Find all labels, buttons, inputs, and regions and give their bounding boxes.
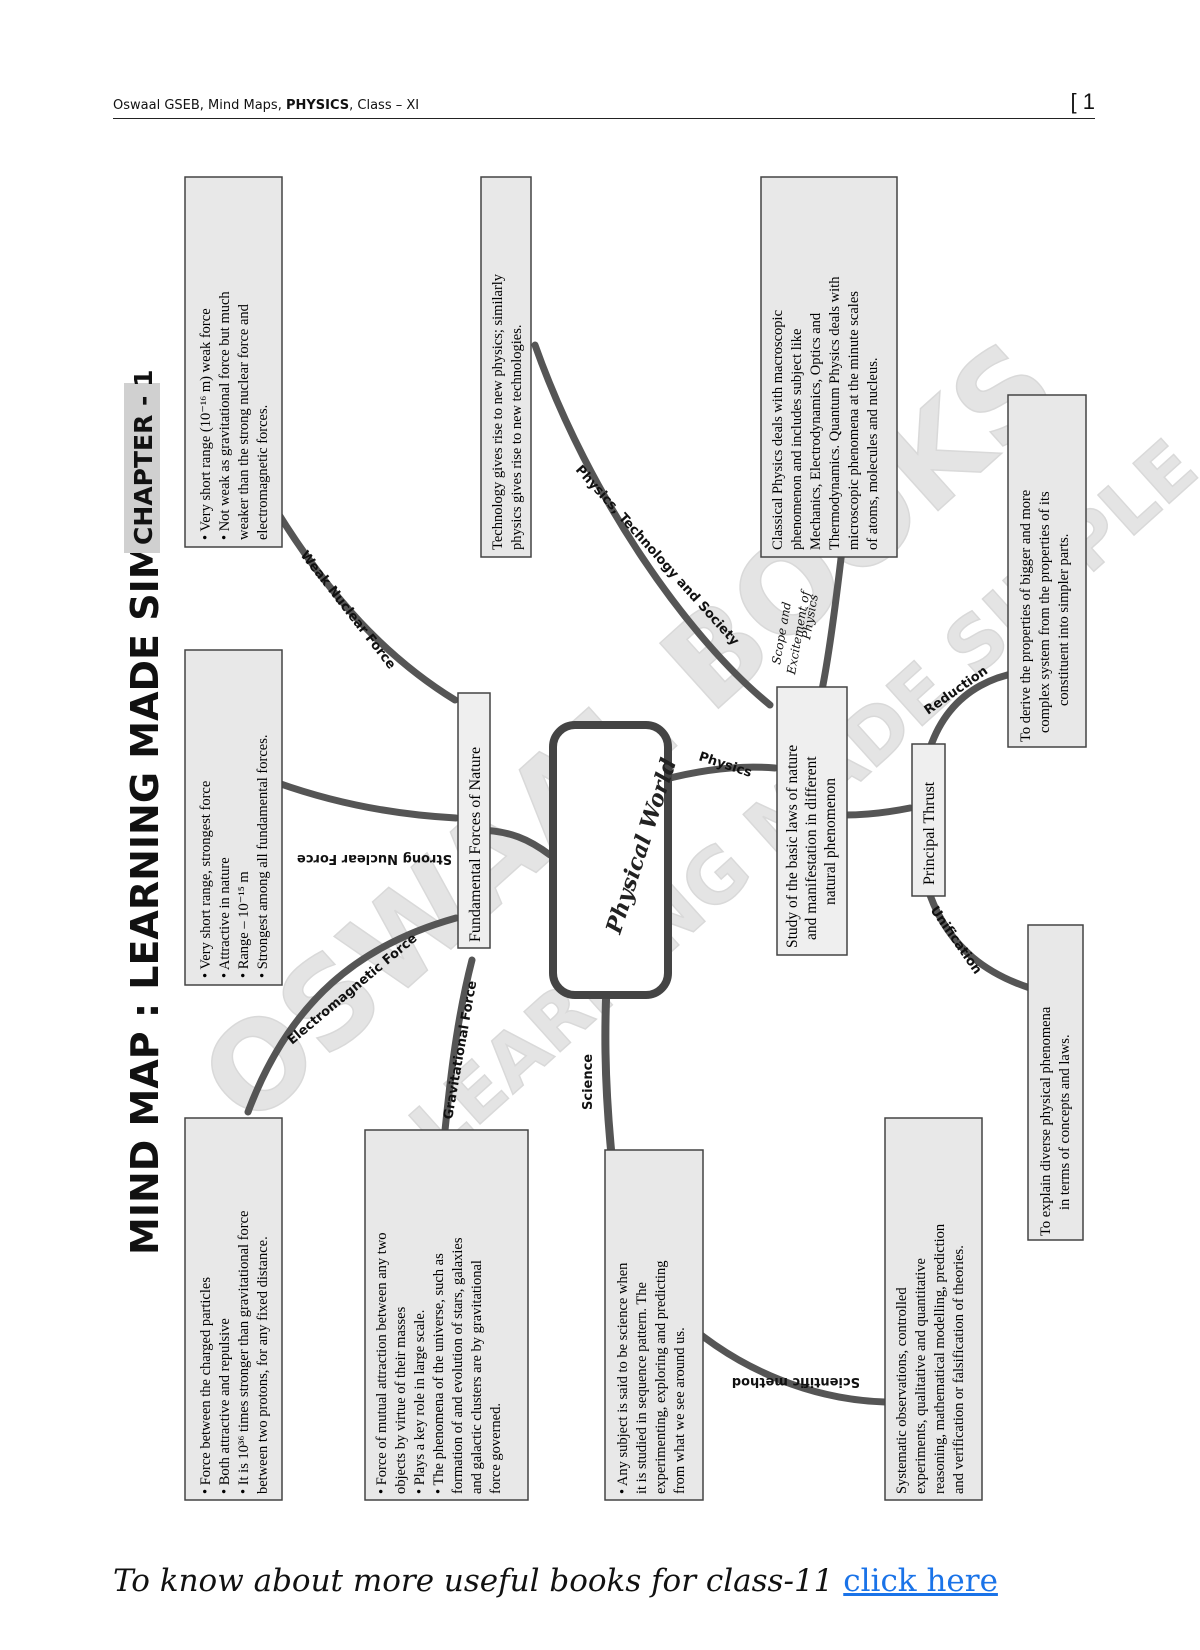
svg-text:• Very short range (10⁻¹⁶ m) w: • Very short range (10⁻¹⁶ m) weak force [198, 308, 214, 540]
box-reduction: To derive the properties of bigger and m… [1007, 394, 1087, 748]
footer-text: To know about more useful books for clas… [113, 1563, 844, 1599]
svg-text:• Very short range, strongest: • Very short range, strongest force [198, 781, 214, 978]
svg-text:• The phenomena of the univers: • The phenomena of the universe, such as [431, 1253, 447, 1494]
svg-text:Technology gives rise to new p: Technology gives rise to new physics; si… [490, 273, 506, 550]
box-grav: • Force of mutual attraction between any… [364, 1129, 529, 1501]
svg-text:and galactic clusters are by g: and galactic clusters are by gravitation… [469, 1260, 485, 1494]
branch-em [244, 914, 460, 1116]
svg-text:physics gives rise to new tech: physics gives rise to new technologies. [509, 324, 525, 550]
footer-note: To know about more useful books for clas… [113, 1563, 998, 1599]
svg-text:experimenting, exploring and p: experimenting, exploring and predicting [653, 1260, 669, 1494]
svg-text:• It is 10³⁶ times stronger th: • It is 10³⁶ times stronger than gravita… [236, 1211, 252, 1494]
svg-text:phenomenon and includes subjec: phenomenon and includes subject like [789, 329, 805, 550]
label-weak: Weak Nuclear Force [297, 548, 399, 672]
branch-principal [841, 804, 914, 819]
branch-physics [658, 763, 779, 784]
svg-text:• Plays a key role in large sc: • Plays a key role in large scale. [412, 1310, 428, 1494]
fundamental-node [457, 692, 491, 949]
svg-text:objects by virtue of their mas: objects by virtue of their masses [393, 1306, 409, 1494]
box-classical: Classical Physics deals with macroscopic… [760, 176, 898, 558]
branch-scope [818, 546, 846, 694]
svg-text:• Force between the charged pa: • Force between the charged particles [198, 1277, 214, 1494]
svg-text:• Range – 10⁻¹⁵ m: • Range – 10⁻¹⁵ m [236, 871, 252, 978]
svg-text:microscopic phenomena at the m: microscopic phenomena at the minute scal… [846, 291, 862, 550]
label-science: Science [581, 1054, 596, 1110]
page-header: Oswaal GSEB, Mind Maps, PHYSICS, Class –… [113, 89, 1095, 119]
svg-text:Study of the basic laws of nat: Study of the basic laws of nature [784, 745, 801, 948]
svg-text:Systematic observations, contr: Systematic observations, controlled [894, 1287, 910, 1494]
svg-text:natural phenomenon: natural phenomenon [822, 778, 839, 905]
principal-node [911, 743, 946, 897]
header-series: Oswaal GSEB, Mind Maps, [113, 98, 286, 113]
box-science: • Any subject is said to be science when… [604, 1149, 704, 1501]
study-label: Study of the basic laws of nature and ma… [784, 745, 839, 948]
svg-text:complex system from the proper: complex system from the properties of it… [1037, 491, 1053, 733]
fundamental-label: Fundamental Forces of Nature [467, 747, 484, 942]
svg-text:and verification or falsificat: and verification or falsification of the… [951, 1245, 967, 1494]
svg-text:electromagnetic forces.: electromagnetic forces. [255, 405, 271, 540]
label-unification: Unification [927, 904, 985, 978]
principal-label: Principal Thrust [921, 781, 938, 885]
label-physics: Physics [697, 750, 754, 781]
svg-text:• Strongest among all fundamen: • Strongest among all fundamental forces… [255, 735, 271, 978]
svg-text:• Force of mutual attraction b: • Force of mutual attraction between any… [374, 1232, 390, 1494]
box-strong: • Very short range, strongest force • At… [184, 649, 283, 986]
label-scimethod: Scientific method [732, 1374, 860, 1389]
svg-text:formation of and evolution of: formation of and evolution of stars, gal… [450, 1237, 466, 1494]
svg-text:• Attractive in nature: • Attractive in nature [217, 857, 233, 978]
svg-text:• Both attractive and repulsiv: • Both attractive and repulsive [217, 1318, 233, 1494]
click-here-link[interactable]: click here [843, 1563, 998, 1599]
svg-text:of atoms, molecules and nucleu: of atoms, molecules and nucleus. [865, 358, 881, 550]
box-weak: • Very short range (10⁻¹⁶ m) weak force … [184, 176, 283, 548]
svg-text:reasoning, mathematical modell: reasoning, mathematical modelling, predi… [932, 1223, 948, 1494]
branch-weak [266, 496, 459, 704]
box-unification: To explain diverse physical phenomena in… [1027, 924, 1084, 1241]
svg-text:constituent into simpler parts: constituent into simpler parts. [1056, 534, 1072, 706]
svg-text:weaker than the strong nuclear: weaker than the strong nuclear force and [236, 303, 252, 540]
chapter-label: CHAPTER - 1 [129, 369, 158, 545]
box-scimethod: Systematic observations, controlled expe… [884, 1117, 983, 1501]
label-strong: Strong Nuclear Force [297, 851, 452, 866]
svg-text:from what we see around us.: from what we see around us. [672, 1327, 688, 1494]
box-tech: Technology gives rise to new physics; si… [480, 176, 532, 558]
svg-text:between two protons, for any f: between two protons, for any fixed dista… [255, 1236, 271, 1494]
svg-text:it is studied in sequence patt: it is studied in sequence pattern. The [634, 1282, 650, 1494]
svg-text:• Any subject is said to be sc: • Any subject is said to be science when [615, 1262, 631, 1494]
svg-text:Thermodynamics. Quantum Physic: Thermodynamics. Quantum Physics deals wi… [827, 276, 843, 550]
svg-text:To derive the properties of bi: To derive the properties of bigger and m… [1018, 490, 1034, 742]
chapter-bg [124, 383, 160, 553]
branch-unification [926, 891, 1034, 992]
svg-text:and manifestation in different: and manifestation in different [803, 756, 820, 940]
svg-text:force governed.: force governed. [488, 1403, 504, 1494]
svg-text:experiments, qualitative and q: experiments, qualitative and quantitativ… [913, 1258, 929, 1494]
svg-text:in terms of concepts and laws.: in terms of concepts and laws. [1057, 1034, 1073, 1210]
box-em: • Force between the charged particles • … [184, 1117, 283, 1501]
center-node [549, 721, 672, 999]
mindmap-title: MIND MAP : LEARNING MADE SIMPLE [123, 463, 167, 1255]
study-node [776, 686, 848, 956]
branch-strong [274, 779, 460, 822]
branch-pts [531, 341, 774, 709]
svg-text:Mechanics, Electrodynamics, Op: Mechanics, Electrodynamics, Optics and [808, 312, 824, 550]
page-number: [ 1 [1070, 89, 1095, 114]
header-subject: PHYSICS [285, 98, 350, 113]
svg-text:• Not weak as gravitational fo: • Not weak as gravitational force but mu… [217, 291, 233, 540]
header-class: , Class – XI [349, 98, 420, 113]
svg-text:Classical Physics deals with m: Classical Physics deals with macroscopic [770, 310, 786, 550]
svg-text:To explain diverse physical ph: To explain diverse physical phenomena [1038, 1006, 1054, 1236]
